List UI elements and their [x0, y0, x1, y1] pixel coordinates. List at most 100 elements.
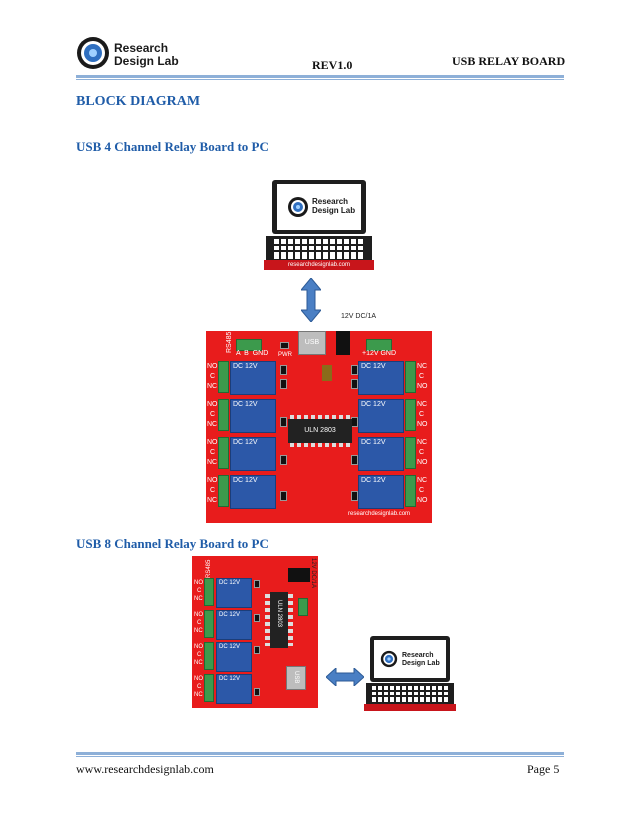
relay-8ch-2: DC 12V [216, 610, 252, 640]
laptop-display: Research Design Lab [374, 640, 446, 678]
terminal-no-label: NO [194, 612, 203, 618]
relay-board-4ch: RS485 A B GND PWR USB +12V GND NO C NC N… [206, 331, 432, 523]
chip2-pins-left [265, 594, 270, 646]
terminal-nc-label: NC [207, 497, 218, 504]
footer-website: www.researchdesignlab.com [76, 762, 214, 776]
laptop-logo-line1: Research [402, 652, 434, 659]
rs485-pins-label: A B GND [236, 350, 269, 357]
relay-8ch-3: DC 12V [216, 642, 252, 672]
terminal-no-label: NO [194, 644, 203, 650]
laptop-display: Research Design Lab [277, 184, 361, 230]
relay-8ch-1: DC 12V [216, 578, 252, 608]
logo-text-line1: Research [114, 41, 169, 55]
terminal-left-4 [218, 475, 229, 507]
relay-6: DC 12V [358, 399, 404, 433]
terminal-c-label: C [210, 411, 216, 418]
terminal-no-label: NO [207, 439, 218, 446]
terminal-nc-label: NC [194, 596, 203, 602]
terminal-nc-label: NC [417, 439, 428, 446]
header-rule-thin [76, 79, 564, 80]
uln2803-label: ULN 2803 [304, 427, 336, 434]
terminal-no-label: NO [207, 363, 218, 370]
terminal-left-1 [218, 361, 229, 393]
terminal-no-label: NO [417, 383, 428, 390]
terminal-c-label: C [197, 684, 202, 690]
relay-5: DC 12V [358, 361, 404, 395]
terminal-c-label: C [210, 373, 216, 380]
power-pins-label: +12V GND [362, 350, 397, 357]
terminal-right-4 [405, 475, 416, 507]
relay-3: DC 12V [230, 437, 276, 471]
terminal-right-2 [405, 399, 416, 431]
terminal-no-label: NO [194, 676, 203, 682]
laptop-logo-icon [288, 197, 308, 217]
terminal-nc-label: NC [207, 459, 218, 466]
chip2-pins-right [288, 594, 293, 646]
rs485-terminal [236, 339, 262, 351]
terminal-nc-label: NC [207, 421, 218, 428]
smd-component [280, 365, 287, 375]
board-site-label: researchdesignlab.com [348, 511, 411, 517]
usb-port: USB [298, 331, 326, 355]
terminal-c-label: C [419, 487, 425, 494]
header-rule [76, 75, 564, 78]
header: Research Design Lab REV1.0 USB RELAY BOA… [0, 0, 638, 80]
uln2803-chip: ULN 2803 [288, 419, 352, 443]
laptop-logo-line2: Design Lab [312, 206, 356, 215]
smd-component [351, 417, 358, 427]
power-label-1: 12V DC/1A [341, 313, 377, 320]
laptop-pc-1: Research Design Lab researchdesignlab.co… [264, 180, 374, 270]
laptop-screen: Research Design Lab [370, 636, 450, 682]
terminal-right-3 [405, 437, 416, 469]
logo-text-line2: Design Lab [114, 54, 179, 68]
terminal-c-label: C [197, 620, 202, 626]
smd-component [351, 365, 358, 375]
terminal-c-label: C [197, 588, 202, 594]
relay-8ch-4: DC 12V [216, 674, 252, 704]
rs485-terminal-2 [298, 598, 308, 616]
laptop-keyboard [364, 683, 456, 711]
footer-rule-thin [76, 756, 564, 757]
terminal-left-2 [218, 399, 229, 431]
laptop-base: researchdesignlab.com [264, 260, 374, 270]
section-title: BLOCK DIAGRAM [76, 94, 201, 109]
laptop-pc-2: Research Design Lab [364, 636, 456, 712]
uln2803-chip-2: ULN 2803 [270, 592, 288, 648]
laptop-keys [372, 686, 448, 702]
smd-component [254, 580, 260, 588]
bidirectional-arrow-icon [326, 668, 364, 686]
dc-power-jack [336, 331, 350, 355]
laptop-logo-line1: Research [312, 197, 349, 206]
terminal-c-label: C [210, 449, 216, 456]
power-label-2: 12V DC/1A [310, 558, 316, 589]
terminal-nc-label: NC [194, 660, 203, 666]
relay-board-8ch: RS485 12V DC/1A NO C NC NO C NC NO C NC … [192, 556, 318, 708]
pwr-label: PWR [278, 352, 292, 358]
smd-component [254, 614, 260, 622]
terminal-8ch-2 [204, 610, 214, 638]
relay-8: DC 12V [358, 475, 404, 509]
smd-component [254, 688, 260, 696]
smd-component [254, 646, 260, 654]
laptop-screen: Research Design Lab [272, 180, 366, 234]
terminal-no-label: NO [417, 497, 428, 504]
crystal [322, 365, 332, 381]
footer-page-number: Page 5 [527, 762, 560, 776]
terminal-c-label: C [419, 449, 425, 456]
laptop-base [364, 704, 456, 711]
laptop-site-label: researchdesignlab.com [287, 262, 351, 268]
chip-pins-top [290, 415, 350, 419]
rs485-label: RS485 [226, 331, 233, 353]
terminal-no-label: NO [194, 580, 203, 586]
terminal-left-3 [218, 437, 229, 469]
terminal-nc-label: NC [194, 692, 203, 698]
document-title: USB RELAY BOARD [452, 54, 566, 68]
laptop-logo-line2: Design Lab [402, 660, 440, 667]
terminal-c-label: C [210, 487, 216, 494]
usb-port-2: USB [286, 666, 306, 690]
terminal-c-label: C [197, 652, 202, 658]
revision-label: REV1.0 [312, 58, 353, 72]
company-logo-icon [77, 37, 109, 69]
chip-pins-bottom [290, 443, 350, 447]
relay-2: DC 12V [230, 399, 276, 433]
